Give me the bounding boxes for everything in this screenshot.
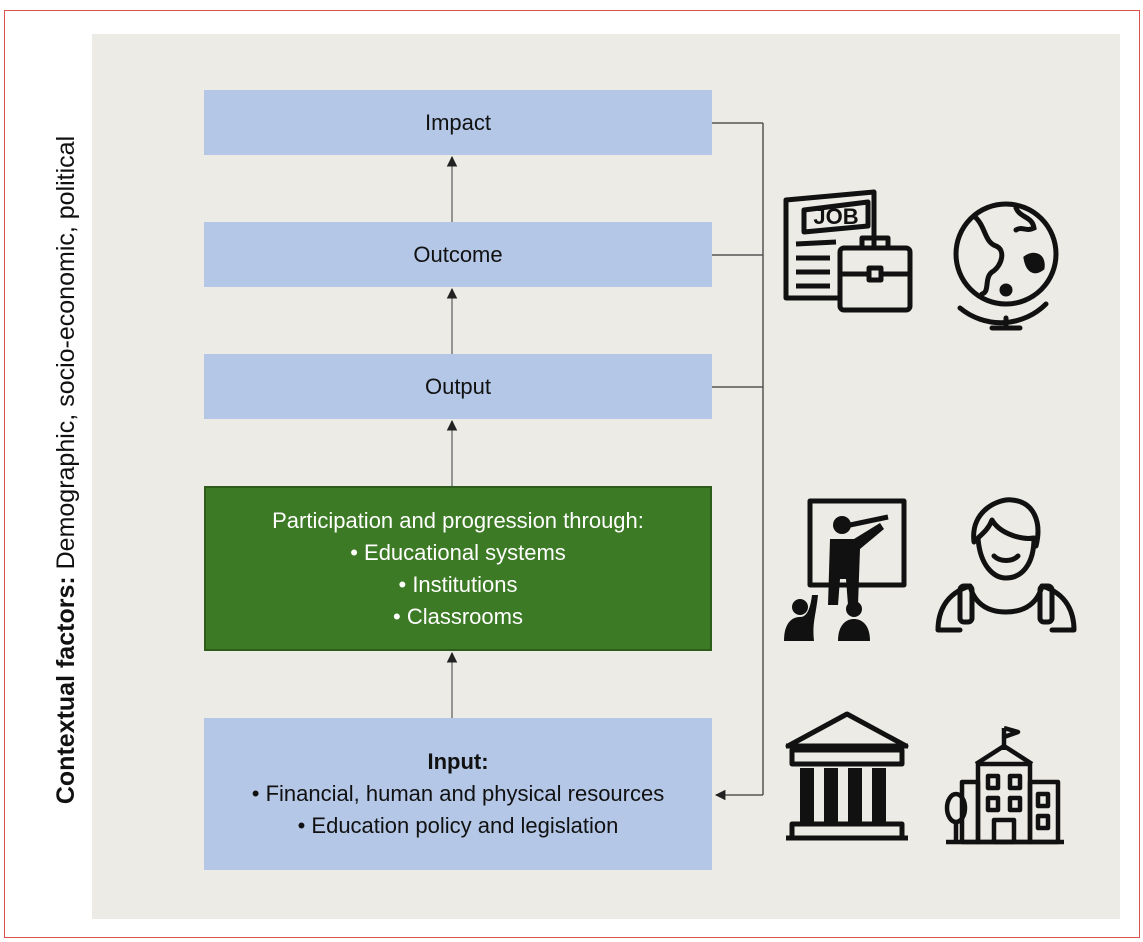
output-box: Output	[204, 354, 712, 419]
outcome-label: Outcome	[413, 241, 503, 267]
input-item: • Education policy and legislation	[297, 813, 619, 838]
input-item: • Financial, human and physical resource…	[251, 781, 665, 806]
teacher-classroom-icon	[784, 498, 907, 641]
participation-box: Participation and progression through: •…	[204, 486, 712, 651]
input-box: Input: • Financial, human and physical r…	[204, 718, 712, 870]
school-building-icon	[944, 725, 1064, 845]
participation-item: • Classrooms	[393, 603, 523, 629]
impact-box: Impact	[204, 90, 712, 155]
participation-item: • Institutions	[398, 571, 518, 597]
student-icon	[935, 497, 1077, 633]
globe-icon	[953, 201, 1059, 331]
participation-heading: Participation and progression through:	[272, 507, 644, 533]
input-heading: Input:	[427, 749, 489, 774]
participation-item: • Educational systems	[350, 539, 566, 565]
job-sign-text: JOB	[813, 204, 858, 229]
output-label: Output	[424, 373, 492, 399]
outcome-box: Outcome	[204, 222, 712, 287]
outer-frame	[4, 10, 1140, 938]
classical-building-icon	[785, 711, 909, 841]
impact-label: Impact	[424, 109, 492, 135]
job-briefcase-icon: JOB	[783, 189, 913, 313]
feedback-loop	[712, 122, 764, 801]
